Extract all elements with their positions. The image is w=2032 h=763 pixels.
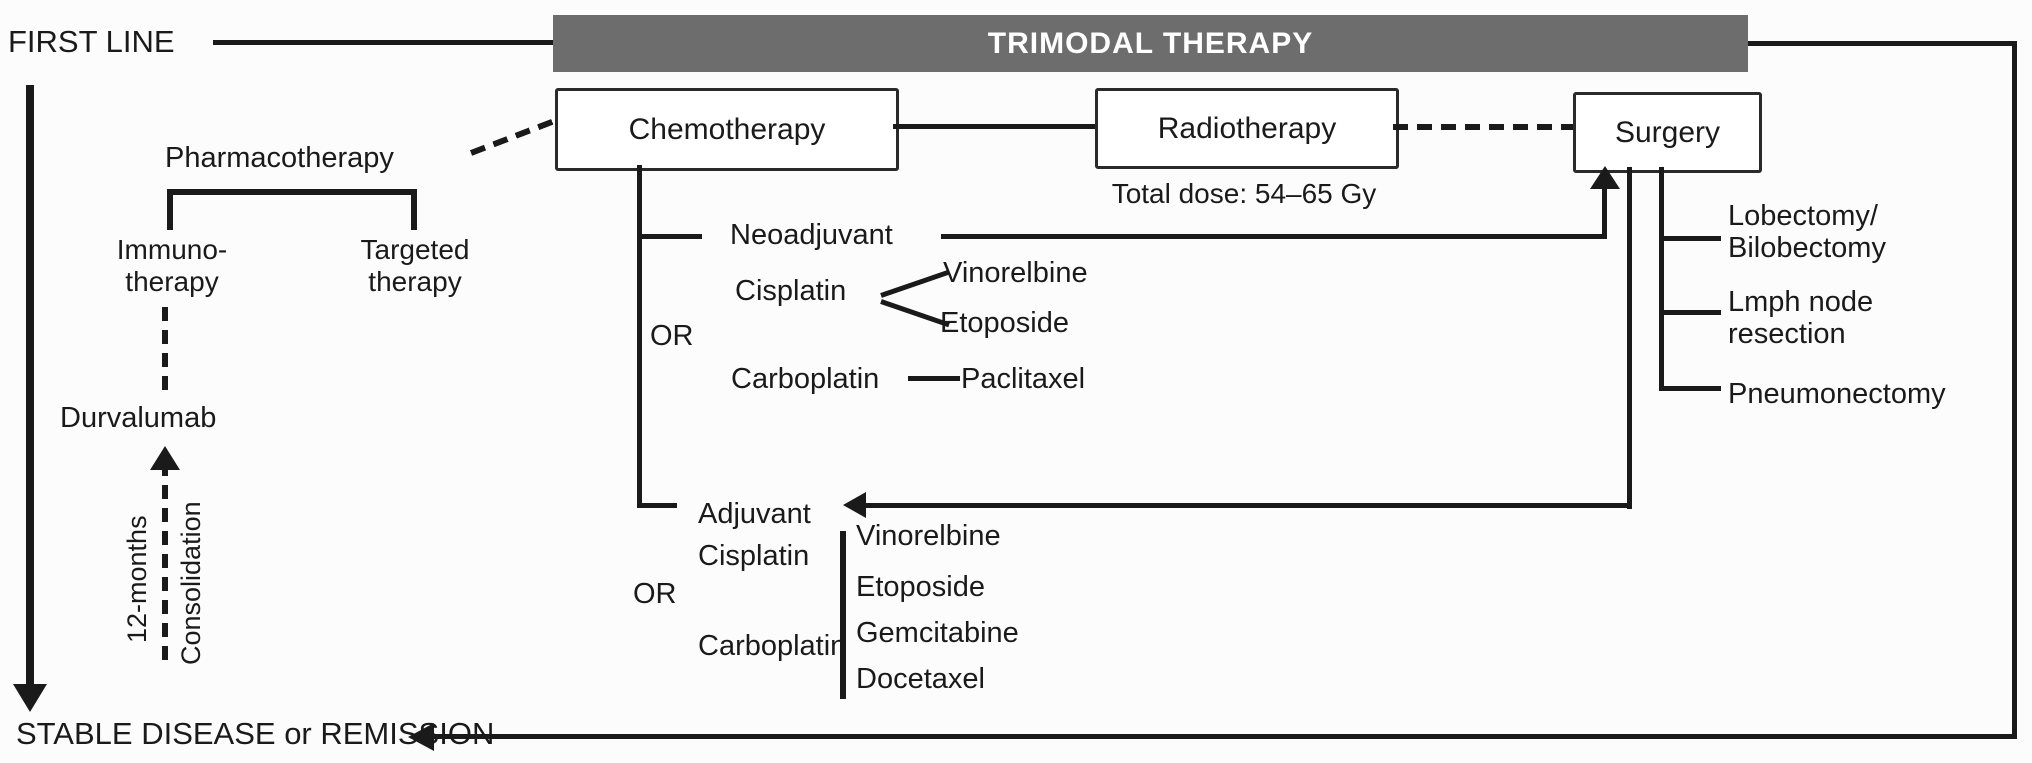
feedback-right-line — [2012, 41, 2017, 739]
adjuvant-carboplatin-label: Carboplatin — [698, 630, 847, 662]
durvalumab-label: Durvalumab — [60, 402, 217, 434]
surgery-option-lobectomy-line1: Lobectomy/ — [1728, 200, 1878, 232]
radiotherapy-box-label: Radiotherapy — [1157, 111, 1337, 145]
radio-surgery-dashed-connector — [1393, 124, 1573, 130]
adjuvant-drug-spine — [840, 531, 846, 699]
consolidation-duration-vertical-label: 12-months — [122, 515, 152, 643]
surgery-option-tick-1 — [1659, 236, 1721, 241]
radiotherapy-dose-label: Total dose: 54–65 Gy — [1111, 178, 1377, 209]
chemotherapy-box: Chemotherapy — [555, 88, 899, 171]
pharmacotherapy-chemo-dashed-link — [469, 117, 557, 156]
targeted-therapy-label: Targeted therapy — [340, 234, 490, 298]
chemotherapy-box-label: Chemotherapy — [628, 112, 826, 146]
surgery-adjuvant-feedback-hline — [862, 503, 1632, 508]
surgery-option-lobectomy: Lobectomy/ Bilobectomy — [1728, 200, 1886, 264]
immunotherapy-durvalumab-dashed-link — [162, 307, 168, 399]
pharmacotherapy-bracket — [167, 189, 417, 195]
surgery-adjuvant-feedback-vline — [1627, 167, 1632, 509]
cisplatin-branch-upper — [880, 269, 950, 298]
adjuvant-drug-gemcitabine: Gemcitabine — [856, 617, 1019, 649]
feedback-bottom-line — [432, 734, 2017, 739]
adjuvant-drug-docetaxel: Docetaxel — [856, 663, 985, 695]
adjuvant-drug-etoposide: Etoposide — [856, 571, 985, 603]
surgery-option-lobectomy-line2: Bilobectomy — [1728, 232, 1886, 264]
neoadjuvant-tick — [637, 234, 702, 239]
neoadjuvant-arrowhead-up-icon — [1590, 166, 1620, 189]
surgery-option-tick-2 — [1659, 310, 1721, 315]
pharmacotherapy-bracket-right-stub — [411, 189, 417, 230]
neoadjuvant-label: Neoadjuvant — [730, 219, 893, 251]
neoadjuvant-etoposide-label: Etoposide — [940, 307, 1069, 339]
surgery-option-lymph-node-line1: Lmph node — [1728, 286, 1874, 318]
adjuvant-elbow — [637, 503, 677, 508]
targeted-therapy-label-line1: Targeted — [360, 234, 470, 265]
surgery-box-label: Surgery — [1614, 115, 1721, 149]
feedback-arrowhead-left-icon — [408, 723, 434, 751]
pharmacotherapy-label: Pharmacotherapy — [165, 142, 394, 174]
surgery-box: Surgery — [1573, 92, 1762, 173]
first-line-connector — [213, 40, 553, 45]
neoadjuvant-paclitaxel-label: Paclitaxel — [961, 363, 1086, 395]
consolidation-arrowhead-up-icon — [150, 446, 180, 470]
radiotherapy-box: Radiotherapy — [1095, 88, 1399, 169]
outcome-label: STABLE DISEASE or REMISSION — [16, 716, 495, 751]
feedback-top-line — [1748, 41, 2017, 46]
adjuvant-label: Adjuvant — [698, 498, 811, 530]
neoadjuvant-carboplatin-label: Carboplatin — [731, 363, 880, 395]
surgery-option-lymph-node-line2: resection — [1728, 318, 1846, 350]
neoadjuvant-or-label: OR — [650, 320, 694, 352]
adjuvant-arrowhead-left-icon — [843, 492, 866, 518]
adjuvant-cisplatin-label: Cisplatin — [698, 540, 810, 572]
first-line-down-arrowhead-icon — [13, 684, 47, 712]
neoadjuvant-to-surgery-line — [941, 234, 1607, 239]
header-trimodal-therapy: TRIMODAL THERAPY — [553, 15, 1748, 72]
neoadjuvant-arrow-riser — [1602, 184, 1607, 238]
consolidation-dashed-arrow-line — [162, 462, 168, 660]
neoadjuvant-cisplatin-label: Cisplatin — [735, 275, 847, 307]
chemo-branch-trunk — [637, 165, 642, 508]
immunotherapy-label-line2: therapy — [125, 266, 219, 297]
surgery-option-lymph-node: Lmph node resection — [1728, 286, 1873, 350]
immunotherapy-label: Immuno- therapy — [97, 234, 247, 298]
pharmacotherapy-bracket-left-stub — [167, 189, 173, 230]
surgery-option-pneumonectomy: Pneumonectomy — [1728, 378, 1946, 410]
surgery-option-tick-3 — [1659, 386, 1721, 391]
adjuvant-or-label: OR — [633, 578, 677, 610]
neoadjuvant-vinorelbine-label: Vinorelbine — [943, 257, 1088, 289]
carboplatin-paclitaxel-link — [908, 376, 960, 381]
chemo-radio-connector — [893, 124, 1095, 129]
adjuvant-drug-vinorelbine: Vinorelbine — [856, 520, 1001, 552]
surgery-options-spine — [1659, 167, 1664, 391]
consolidation-vertical-label: Consolidation — [176, 501, 206, 665]
immunotherapy-label-line1: Immuno- — [116, 234, 228, 265]
first-line-label: FIRST LINE — [8, 24, 175, 59]
targeted-therapy-label-line2: therapy — [368, 266, 462, 297]
first-line-down-arrow-line — [26, 85, 34, 685]
